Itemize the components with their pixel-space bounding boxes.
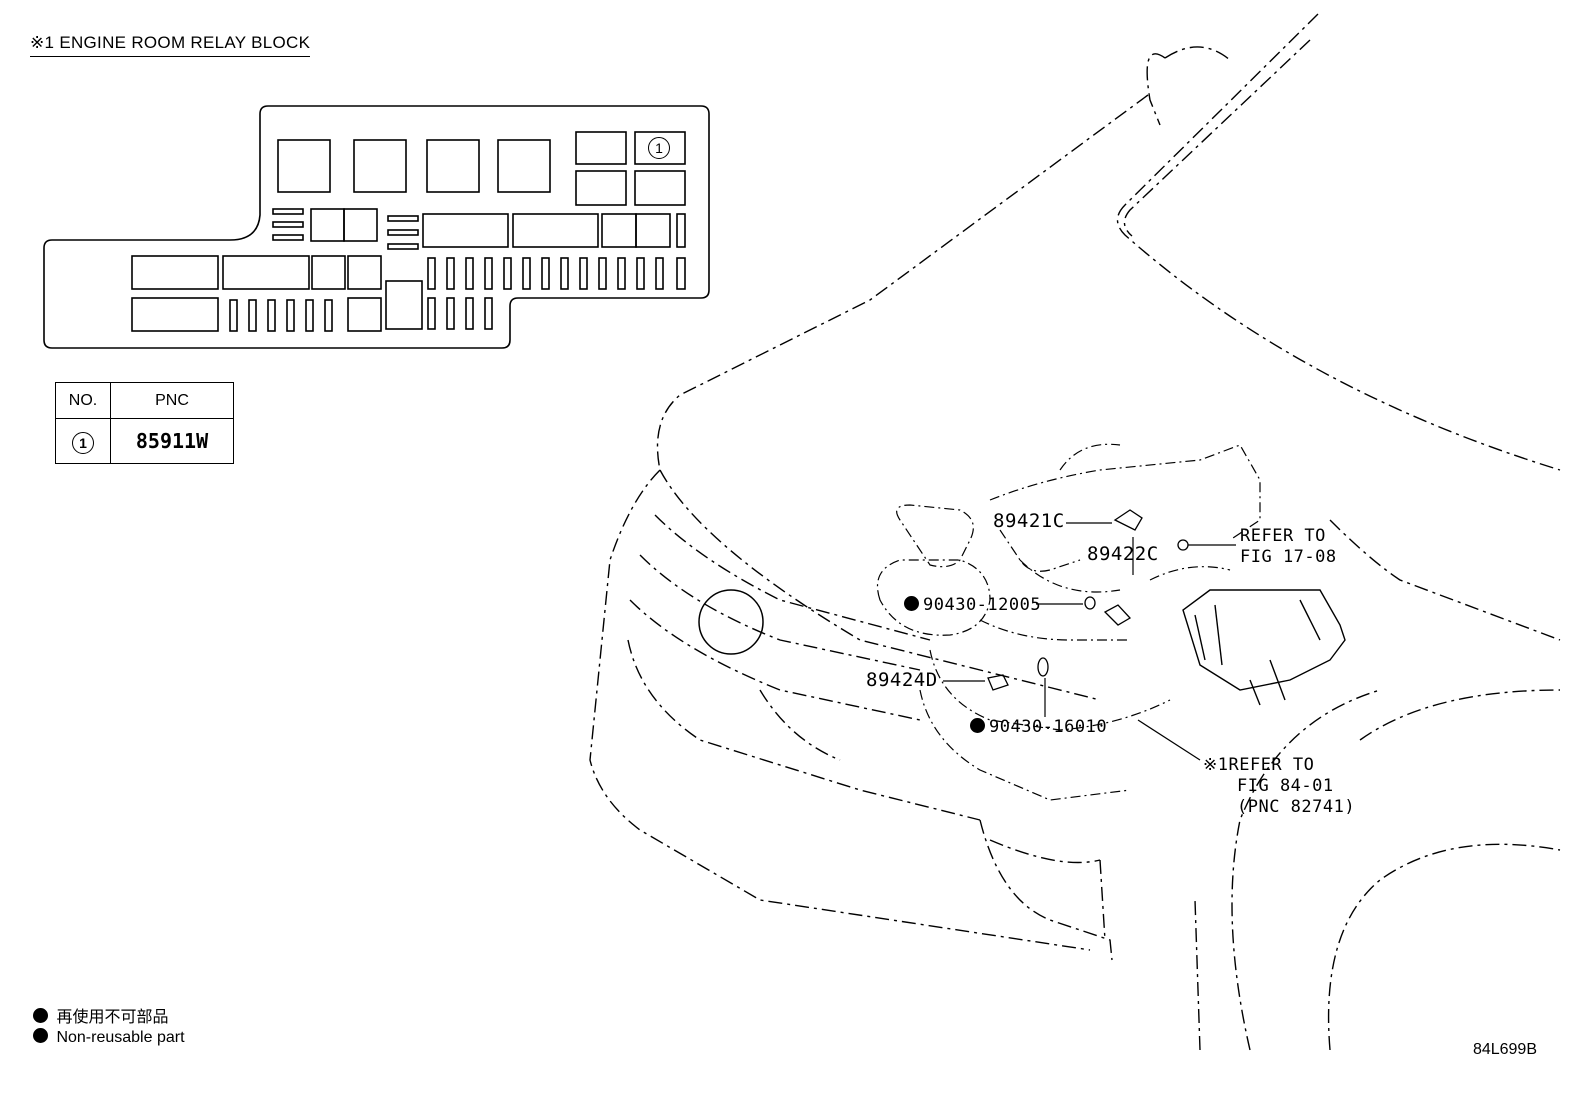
non-reusable-marker [970,717,985,733]
refer-note-1-line1: REFER TO [1240,526,1326,546]
legend-dot-icon [33,1028,48,1044]
relay-callout-number: 1 [648,137,670,159]
refer-note-2-line3: (PNC 82741) [1237,797,1356,817]
non-reusable-marker [904,595,919,611]
part-89421C: 89421C [993,510,1065,532]
legend-jp-text: 再使用不可部品 [56,1007,169,1026]
part-90430-12005: 90430-12005 [904,595,1041,615]
part-90430-16010-label: 90430-16010 [989,717,1108,737]
relay-block-outline [43,105,710,349]
refer-note-2-line1: ※1REFER TO [1203,755,1314,775]
pnc-table-header-no: NO. [55,382,111,419]
pnc-table-header-pnc: PNC [110,382,234,419]
part-89424D: 89424D [866,669,938,691]
legend-en: Non-reusable part [33,1028,185,1047]
refer-note-2-line2: FIG 84-01 [1237,776,1334,796]
refer-note-2-text: REFER TO [1228,755,1315,775]
part-90430-16010: 90430-16010 [970,717,1107,737]
legend-jp: 再使用不可部品 [33,1003,168,1027]
legend-dot-icon [33,1008,48,1024]
relay-block-title: ※1 ENGINE ROOM RELAY BLOCK [30,33,311,57]
refer-note-2-mark: ※1 [1203,755,1229,775]
part-89422C: 89422C [1087,543,1159,565]
pnc-row-value: 85911W [110,418,234,464]
legend-en-text: Non-reusable part [56,1029,185,1046]
table-row: 1 85911W [55,418,234,464]
refer-note-1-line2: FIG 17-08 [1240,547,1337,567]
figure-id: 84L699B [1472,1041,1537,1058]
part-90430-12005-label: 90430-12005 [923,595,1042,615]
pnc-row-number: 1 [72,431,94,454]
pnc-table: NO. PNC 1 85911W [55,382,234,464]
